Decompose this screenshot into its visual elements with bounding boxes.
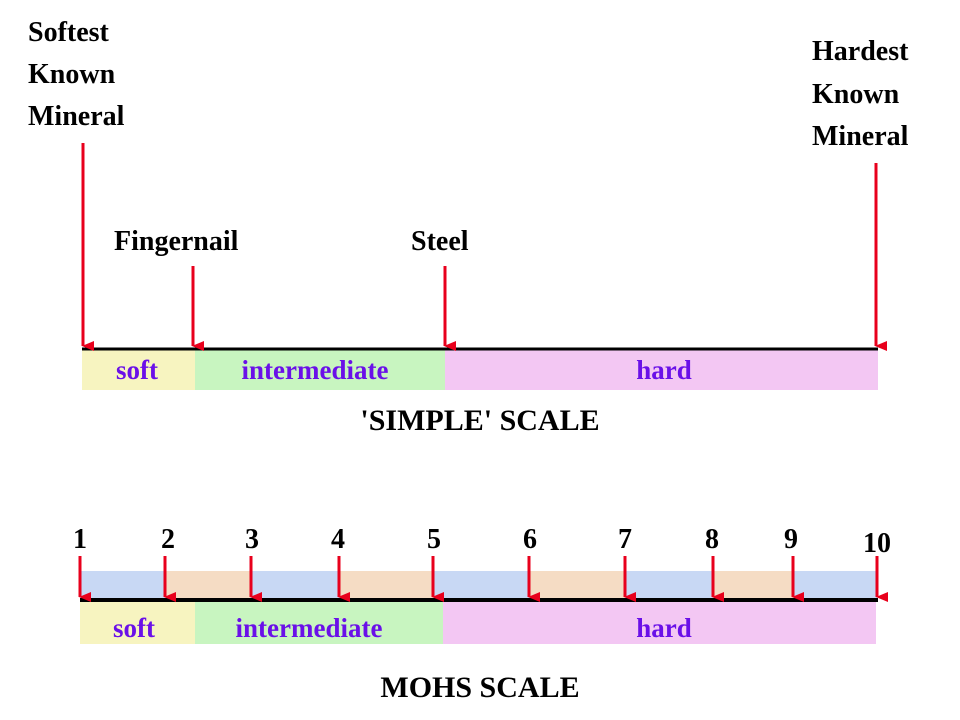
hardest-label-line-3: Mineral: [812, 121, 909, 152]
simple-intermediate-label: intermediate: [242, 355, 389, 385]
steel-label: Steel: [411, 226, 469, 257]
mohs-interval-6-7: [529, 571, 625, 600]
mohs-hard-band: [443, 600, 876, 644]
mohs-interval-8-9: [713, 571, 793, 600]
hardest-label-line-2: Known: [812, 79, 900, 110]
mohs-number-3: 3: [245, 524, 259, 555]
mohs-interval-2-3: [165, 571, 251, 600]
mohs-scale-title: MOHS SCALE: [380, 671, 579, 704]
mohs-number-1: 1: [73, 524, 87, 555]
simple-soft-label: soft: [116, 355, 158, 385]
mohs-intermediate-band: [195, 600, 443, 644]
mohs-scale: soft intermediate hard 1 2 3 4 5 6 7 8 9 10 MOHS …: [73, 524, 891, 704]
simple-scale-title: 'SIMPLE' SCALE: [360, 404, 599, 437]
softest-label-line-3: Mineral: [28, 101, 125, 132]
mohs-hard-label: hard: [636, 613, 692, 643]
mohs-interval-strip: [80, 571, 877, 600]
simple-soft-band: [82, 350, 195, 390]
mohs-number-2: 2: [161, 524, 175, 555]
mohs-number-7: 7: [618, 524, 632, 555]
mohs-soft-label: soft: [113, 613, 155, 643]
mohs-interval-1-2: [80, 571, 165, 600]
simple-hard-label: hard: [636, 355, 692, 385]
mohs-number-8: 8: [705, 524, 719, 555]
mohs-interval-3-4: [251, 571, 339, 600]
mohs-number-4: 4: [331, 524, 345, 555]
softest-label-line-2: Known: [28, 59, 116, 90]
mohs-interval-5-6: [433, 571, 529, 600]
hardest-label-line-1: Hardest: [812, 36, 909, 67]
fingernail-label: Fingernail: [114, 226, 239, 257]
simple-scale: soft intermediate hard Softest Known Min…: [28, 17, 909, 437]
softest-label-line-1: Softest: [28, 17, 110, 48]
mohs-interval-9-10: [793, 571, 877, 600]
mohs-number-5: 5: [427, 524, 441, 555]
mohs-soft-band: [80, 600, 195, 644]
mohs-interval-4-5: [339, 571, 433, 600]
mohs-number-9: 9: [784, 524, 798, 555]
simple-intermediate-band: [195, 350, 445, 390]
mohs-interval-7-8: [625, 571, 713, 600]
simple-hard-band: [445, 350, 878, 390]
mohs-intermediate-label: intermediate: [236, 613, 383, 643]
mohs-ticks: 1 2 3 4 5 6 7 8 9 10: [73, 524, 891, 602]
mohs-number-10: 10: [863, 528, 891, 559]
mohs-number-6: 6: [523, 524, 537, 555]
